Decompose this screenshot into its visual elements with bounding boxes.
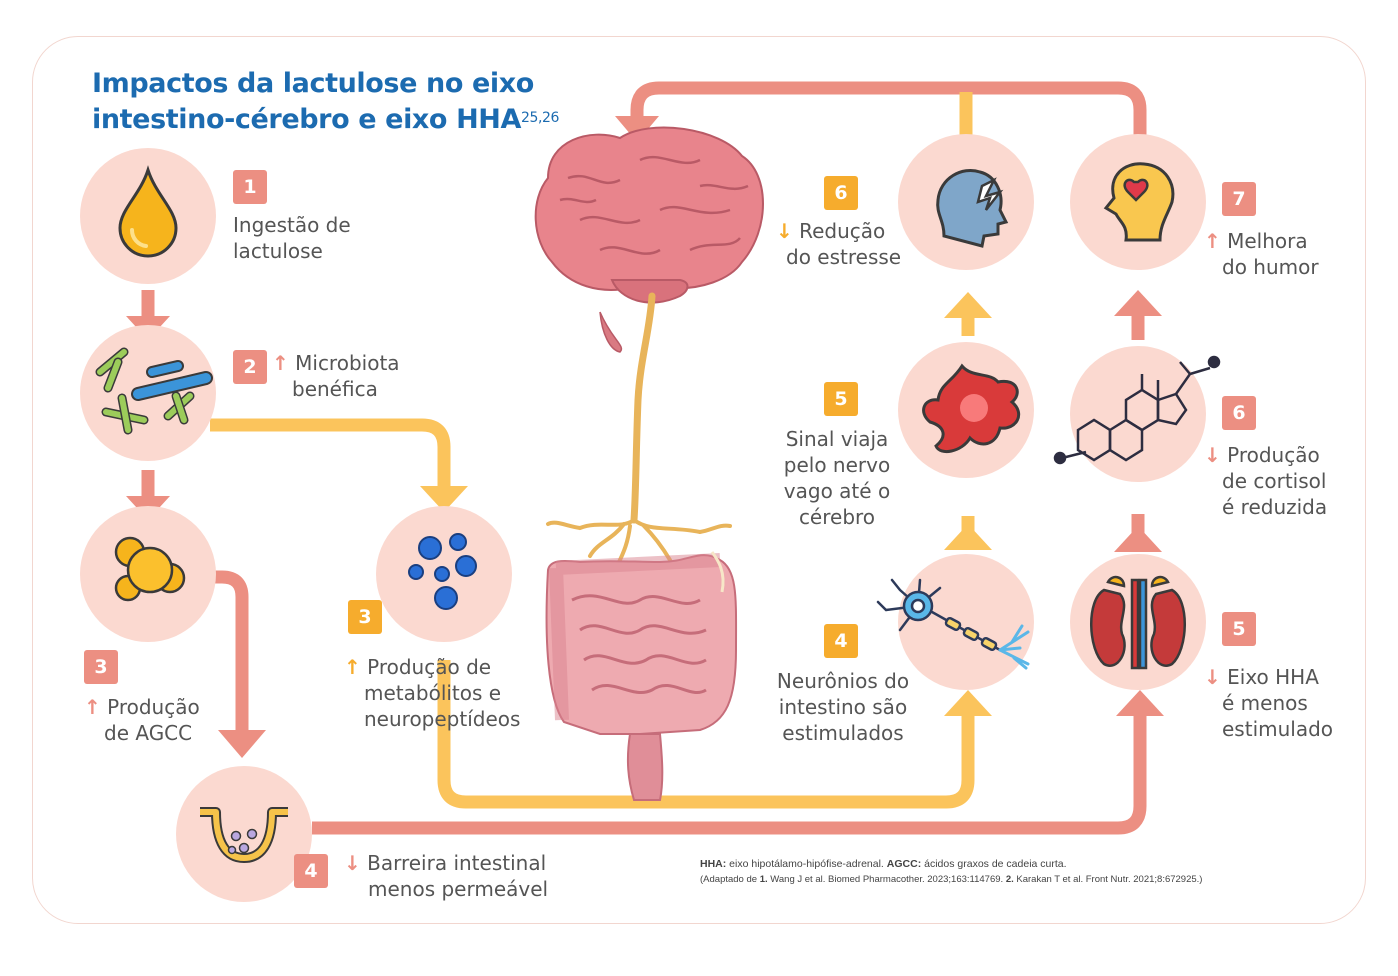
title-line-2: intestino-cérebro e eixo HHA25,26 bbox=[92, 104, 560, 135]
kidneys-icon bbox=[1090, 575, 1186, 670]
label-metabolites: ↑ Produção de metabólitos e neuropeptíde… bbox=[344, 655, 521, 731]
nerve-cell-icon bbox=[922, 363, 1021, 454]
stress-head-icon bbox=[936, 169, 1009, 248]
badge-microbiota: 2 bbox=[233, 350, 267, 384]
drop-icon bbox=[118, 165, 178, 258]
badge-cortisol: 6 bbox=[1222, 396, 1256, 430]
footnote: HHA: eixo hipotálamo-hipófise-adrenal. A… bbox=[700, 856, 1202, 888]
head-heart-icon bbox=[1103, 162, 1175, 242]
brain-illustration bbox=[534, 126, 764, 353]
badge-stress: 6 bbox=[824, 176, 858, 210]
badge-hha: 5 bbox=[1222, 612, 1256, 646]
label-hha: ↓ Eixo HHA é menos estimulado bbox=[1204, 665, 1334, 741]
circle-cortisol bbox=[1070, 346, 1206, 482]
up-arrow-icon: ↑ bbox=[84, 695, 101, 719]
footnote-abbreviations: HHA: eixo hipotálamo-hipófise-adrenal. A… bbox=[700, 858, 1067, 870]
badge-ingestion: 1 bbox=[233, 170, 267, 204]
badge-agcc: 3 bbox=[84, 650, 118, 684]
connector-barrier-hha bbox=[312, 712, 1147, 835]
connector-microbiota-metabolites bbox=[210, 418, 451, 488]
vagus-nerve bbox=[546, 292, 732, 566]
label-signal: Sinal viaja pelo nervo vago até o cérebr… bbox=[783, 427, 891, 529]
title-citation: 25,26 bbox=[520, 110, 560, 126]
arrowheads bbox=[126, 116, 1164, 758]
badge-metabolites: 3 bbox=[348, 600, 382, 634]
label-neurons: Neurônios do intestino são estimulados bbox=[776, 669, 910, 745]
label-ingestion: Ingestão de lactulose bbox=[233, 213, 351, 263]
metabolites-icon bbox=[408, 533, 477, 610]
page-title: Impactos da lactulose no eixo intestino-… bbox=[92, 66, 559, 138]
label-agcc: ↑ Produção de AGCC bbox=[84, 695, 200, 745]
label-cortisol: ↓ Produção de cortisol é reduzida bbox=[1204, 443, 1328, 519]
badge-signal: 5 bbox=[824, 382, 858, 416]
badge-mood: 7 bbox=[1222, 182, 1256, 216]
down-arrow-icon: ↓ bbox=[1204, 665, 1221, 689]
label-stress: ↓ Redução do estresse bbox=[776, 219, 902, 269]
badge-neurons: 4 bbox=[824, 624, 858, 658]
up-arrow-icon: ↑ bbox=[272, 351, 289, 375]
intestines-illustration bbox=[545, 551, 738, 801]
down-arrow-icon: ↓ bbox=[344, 851, 361, 875]
label-mood: ↑ Melhora do humor bbox=[1204, 229, 1319, 279]
cortisol-molecule-icon bbox=[1053, 355, 1221, 465]
connector-agcc-barrier bbox=[210, 570, 249, 732]
connector-metabolites-neurons bbox=[437, 660, 975, 809]
molecules-icon bbox=[114, 536, 186, 602]
intestinal-barrier-icon bbox=[200, 807, 288, 863]
footnote-references: (Adaptado de 1. Wang J et al. Biomed Pha… bbox=[700, 874, 1203, 885]
up-arrow-icon: ↑ bbox=[344, 655, 361, 679]
up-arrow-icon: ↑ bbox=[1204, 229, 1221, 253]
label-barrier: ↓ Barreira intestinal menos permeável bbox=[344, 851, 549, 901]
down-arrow-icon: ↓ bbox=[1204, 443, 1221, 467]
circle-neurons bbox=[898, 554, 1034, 690]
title-line-1: Impactos da lactulose no eixo bbox=[92, 68, 534, 99]
label-microbiota: ↑ Microbiota benéfica bbox=[272, 351, 400, 401]
neuron-icon bbox=[876, 578, 1030, 670]
badge-barrier: 4 bbox=[294, 854, 328, 888]
bacteria-icon bbox=[95, 347, 213, 435]
connector-top-return bbox=[630, 81, 1147, 135]
circle-barrier bbox=[176, 766, 312, 902]
down-arrow-icon: ↓ bbox=[776, 219, 793, 243]
